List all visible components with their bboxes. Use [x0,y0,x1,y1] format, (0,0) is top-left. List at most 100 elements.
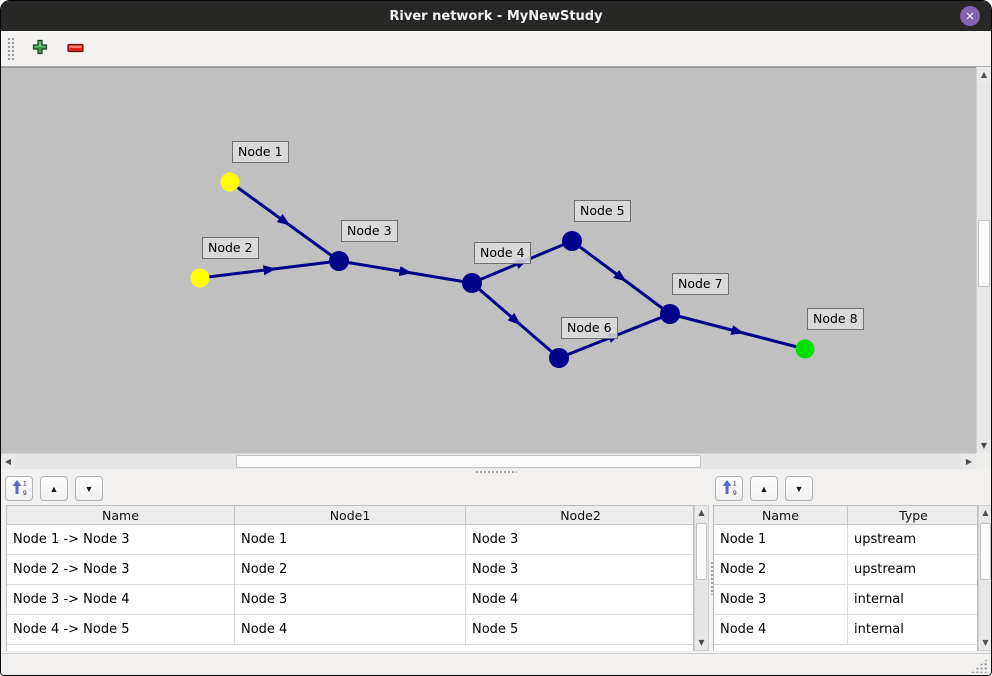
table-cell[interactable]: internal [854,592,904,607]
canvas-vertical-scrollbar[interactable]: ▲ ▼ [976,68,991,453]
node-circle-Node5[interactable] [562,231,582,251]
scroll-down-arrow-icon[interactable]: ▼ [695,636,708,650]
status-bar [1,653,991,675]
table-cell[interactable]: Node 4 -> Node 5 [7,615,235,644]
branch-table-header: Name Node1 Node2 [7,506,693,525]
close-button[interactable]: ✕ [960,6,980,26]
node-table-scrollbar[interactable]: ▲ ▼ [978,505,991,651]
svg-text:1: 1 [23,481,27,488]
scroll-up-arrow-icon[interactable]: ▲ [979,506,991,520]
scroll-up-arrow-icon[interactable]: ▲ [977,68,991,82]
table-cell[interactable]: upstream [854,562,917,577]
column-header-node1[interactable]: Node1 [235,506,466,524]
table-cell[interactable]: Node 3 [235,585,466,614]
column-header-name[interactable]: Name [714,506,848,524]
branch-move-down-button[interactable]: ▼ [75,476,103,501]
node-circle-Node1[interactable] [220,172,240,192]
node-circle-Node4[interactable] [462,273,482,293]
branch-sort-button[interactable]: 1 9 [5,476,33,501]
node-label-Node1[interactable]: Node 1 [232,141,289,163]
node-label-Node6[interactable]: Node 6 [561,317,618,339]
node-move-up-button[interactable]: ▲ [750,476,778,501]
table-cell[interactable]: Node 5 [472,622,519,637]
scroll-left-arrow-icon[interactable]: ◀ [1,454,15,469]
edge-Node4-Node6[interactable] [471,281,560,360]
table-cell[interactable]: Node 2 [235,555,466,584]
node-label-Node3[interactable]: Node 3 [341,220,398,242]
scroll-up-arrow-icon[interactable]: ▲ [695,506,708,520]
edge-Node2-Node3[interactable] [199,259,340,280]
table-row: Node 4 internal [714,615,977,645]
node-sort-button[interactable]: 1 9 [715,476,743,501]
network-canvas[interactable]: Node 1 Node 2 Node 3 Node 4 Node 5 Node 6 Node… [1,67,976,453]
canvas-horizontal-scrollbar[interactable]: ◀ ▶ [1,453,976,469]
title-bar[interactable]: River network - MyNewStudy ✕ [1,1,991,31]
table-cell[interactable]: Node 3 [714,585,848,614]
up-triangle-icon: ▲ [49,483,59,494]
table-cell[interactable]: Node 3 [472,532,519,547]
node-label-Node5[interactable]: Node 5 [574,200,631,222]
table-cell[interactable]: Node 2 [714,555,848,584]
column-header-node2[interactable]: Node2 [560,507,601,523]
table-controls-row: 1 9 ▲ ▼ 1 9 [1,475,991,503]
node-circle-Node8[interactable] [795,339,815,359]
table-cell[interactable]: Node 1 [714,525,848,554]
canvas-vscroll-thumb[interactable] [978,220,990,287]
network-canvas-area: Node 1 Node 2 Node 3 Node 4 Node 5 Node 6 Node… [1,67,991,469]
node-table-header: Name Type [714,506,977,525]
toolbar-drag-handle[interactable] [7,36,15,61]
branch-scroll-thumb[interactable] [696,523,707,580]
down-triangle-icon: ▼ [84,483,94,494]
column-header-name[interactable]: Name [7,506,235,524]
node-circle-Node6[interactable] [549,348,569,368]
node-circle-Node2[interactable] [190,268,210,288]
canvas-hscroll-thumb[interactable] [236,455,701,468]
vertical-splitter[interactable] [709,505,714,651]
table-cell[interactable]: Node 4 [472,592,519,607]
branch-move-up-button[interactable]: ▲ [40,476,68,501]
node-label-Node7[interactable]: Node 7 [672,273,729,295]
edge-Node3-Node4[interactable] [338,259,473,285]
table-cell[interactable]: Node 1 [235,525,466,554]
river-network-graph [190,172,815,368]
column-header-type[interactable]: Type [899,507,928,523]
table-cell[interactable]: internal [854,622,904,637]
table-cell[interactable]: Node 3 -> Node 4 [7,585,235,614]
scroll-down-arrow-icon[interactable]: ▼ [977,439,991,453]
horizontal-splitter[interactable] [1,469,991,475]
minus-icon [67,39,85,58]
node-circle-Node3[interactable] [329,251,349,271]
svg-text:1: 1 [733,481,737,488]
table-cell[interactable]: Node 3 [472,562,519,577]
add-node-button[interactable] [29,37,51,61]
table-cell[interactable]: upstream [854,532,917,547]
table-cell[interactable]: Node 1 -> Node 3 [7,525,235,554]
resize-grip[interactable] [971,658,988,673]
scroll-right-arrow-icon[interactable]: ▶ [962,454,976,469]
edge-Node7-Node8[interactable] [669,312,806,351]
node-label-Node8[interactable]: Node 8 [807,308,864,330]
node-label-Node2[interactable]: Node 2 [202,237,259,259]
table-cell[interactable]: Node 4 [235,615,466,644]
branch-table-scrollbar[interactable]: ▲ ▼ [694,505,709,651]
splitter-grip-icon [475,470,517,474]
node-table-controls: 1 9 ▲ ▼ [715,476,813,501]
sort-ascending-icon: 1 9 [11,479,28,498]
edge-Node5-Node7[interactable] [571,239,671,316]
table-row: Node 2 upstream [714,555,977,585]
table-cell[interactable]: Node 4 [714,615,848,644]
edge-Node1-Node3[interactable] [229,180,340,263]
scroll-down-arrow-icon[interactable]: ▼ [979,636,991,650]
node-move-down-button[interactable]: ▼ [785,476,813,501]
node-scroll-thumb[interactable] [980,523,991,580]
table-cell[interactable]: Node 2 -> Node 3 [7,555,235,584]
remove-node-button[interactable] [65,37,87,61]
node-circle-Node7[interactable] [660,304,680,324]
node-label-Node4[interactable]: Node 4 [474,242,531,264]
